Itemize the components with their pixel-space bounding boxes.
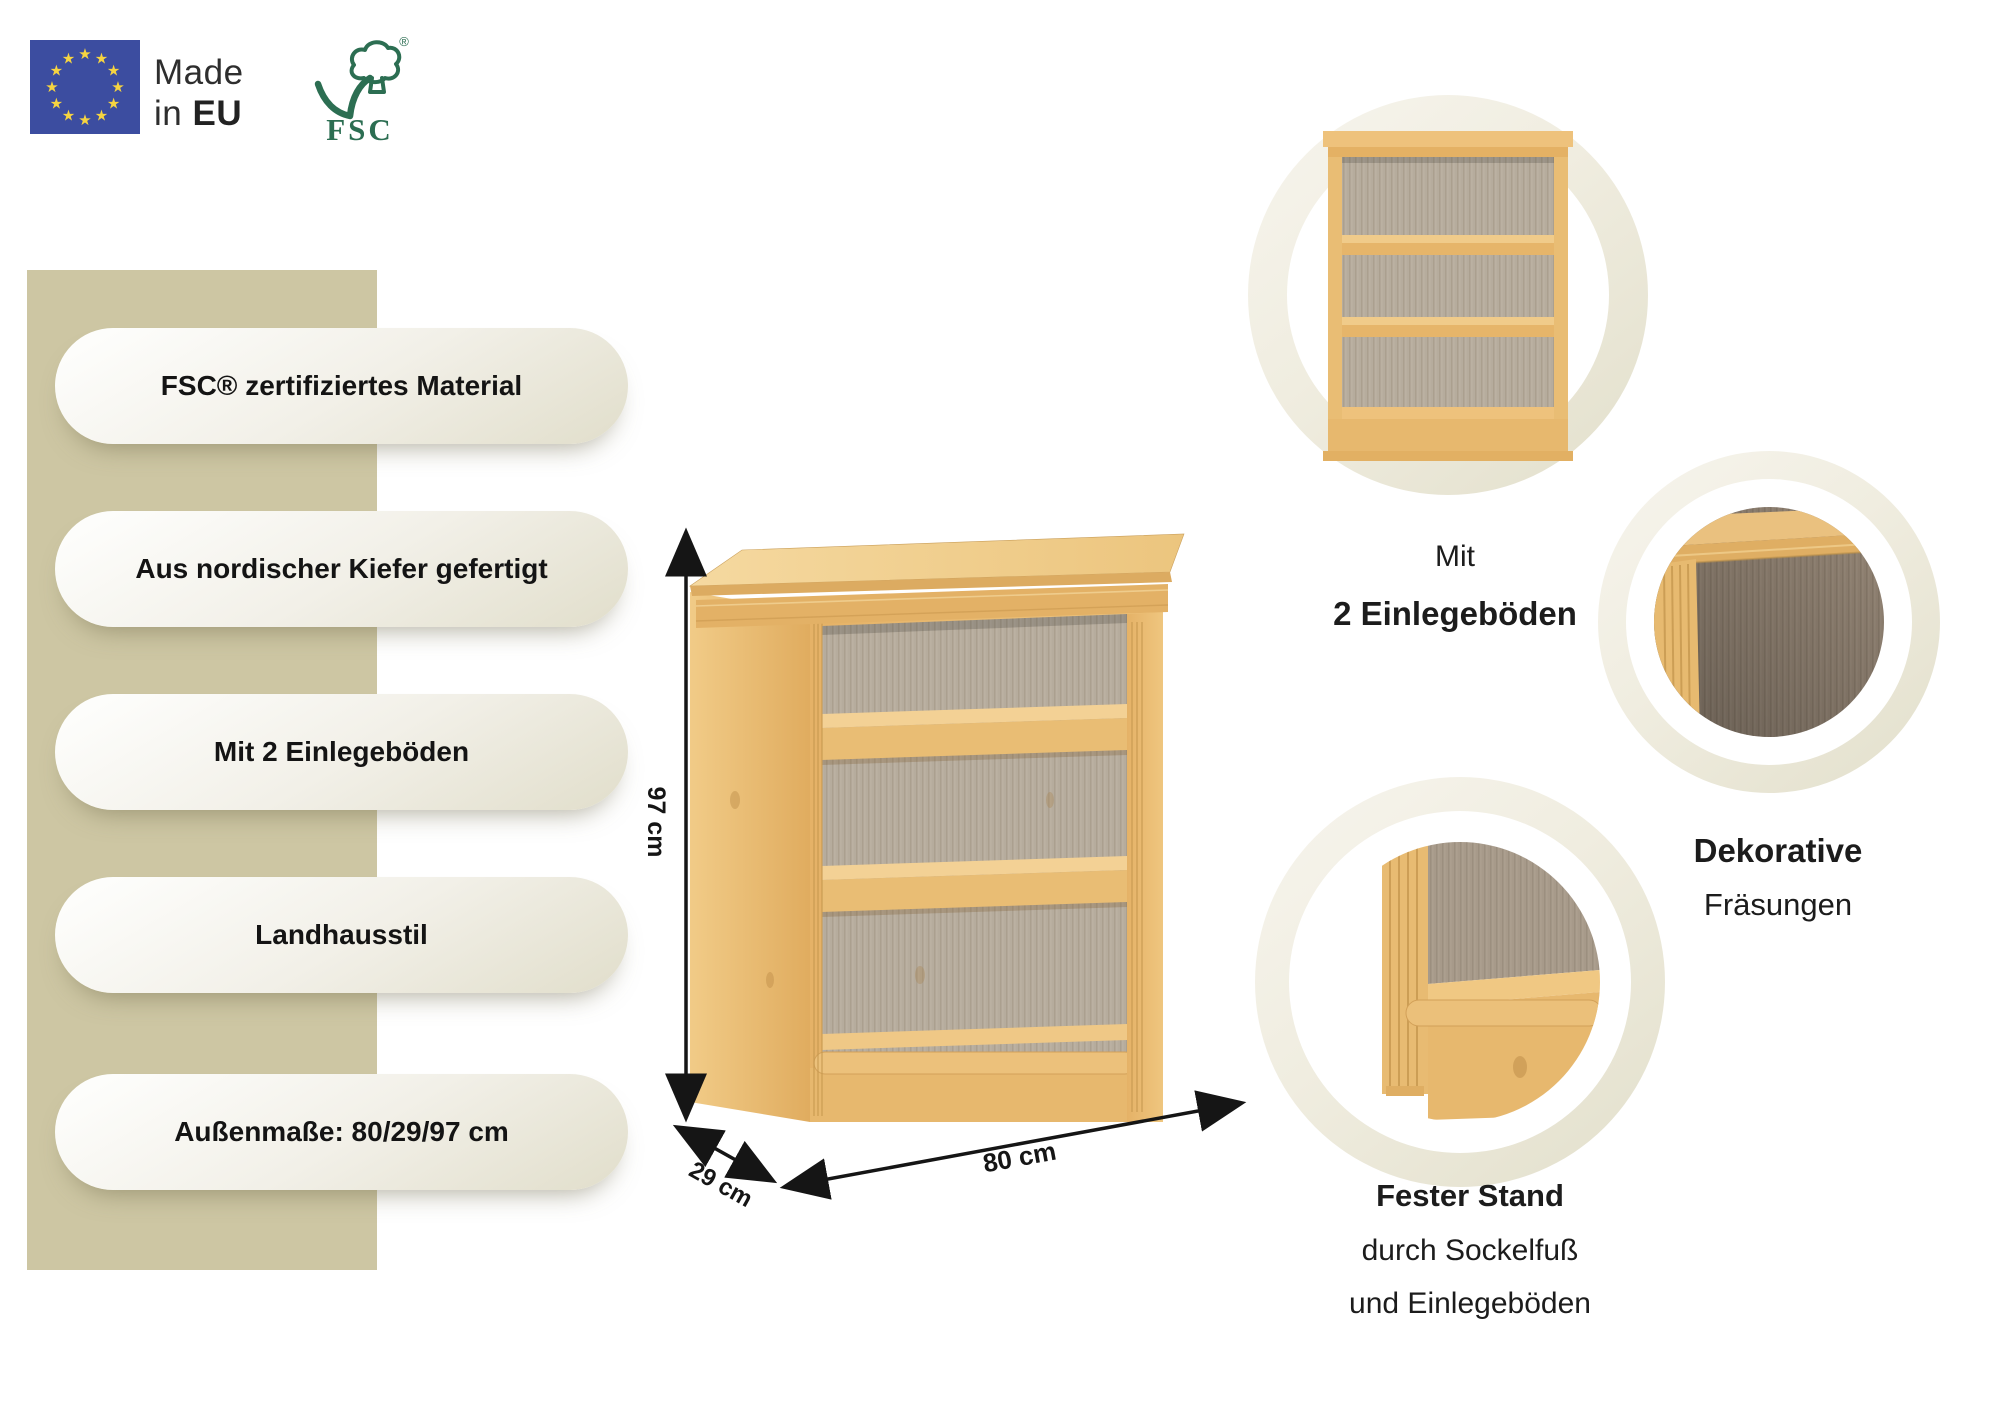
detail-circle-shelves <box>1248 95 1648 495</box>
in-word: in <box>154 94 183 133</box>
feature-pill-label: Aus nordischer Kiefer gefertigt <box>135 553 548 584</box>
feature-pill-label: Außenmaße: 80/29/97 cm <box>174 1116 509 1147</box>
svg-text:★: ★ <box>45 78 58 96</box>
svg-text:★: ★ <box>107 95 120 113</box>
feature-pill-nordic-pine: Aus nordischer Kiefer gefertigt <box>55 511 628 627</box>
plinth-detail-image <box>1320 842 1600 1122</box>
feature-pill-fsc-material: FSC® zertifiziertes Material <box>55 328 628 444</box>
svg-text:★: ★ <box>50 95 63 113</box>
detail-circle-shelves-inner <box>1287 131 1609 461</box>
svg-text:★: ★ <box>78 111 91 129</box>
fsc-logo: ® FSC <box>308 34 412 147</box>
made-in-eu-label: Made in EU <box>154 52 244 134</box>
fsc-wordmark: FSC <box>326 112 394 146</box>
dimension-arrows <box>665 527 1247 1200</box>
caption-shelves-line1: Mit <box>1435 540 1475 573</box>
detail-circle-milling <box>1598 451 1940 793</box>
caption-plinth-line2: durch Sockelfuß <box>1361 1234 1579 1267</box>
caption-plinth: Fester Stand durch Sockelfuß und Einlege… <box>1290 1178 1650 1340</box>
svg-text:★: ★ <box>78 45 91 63</box>
svg-text:★: ★ <box>62 49 75 67</box>
width-dimension-label: 80 cm <box>980 1136 1058 1179</box>
milling-detail-image <box>1654 507 1884 737</box>
eu-word: EU <box>192 94 243 133</box>
svg-text:★: ★ <box>95 49 108 67</box>
detail-circle-milling-inner <box>1626 479 1912 765</box>
detail-circle-plinth-inner <box>1289 811 1631 1153</box>
svg-text:★: ★ <box>107 62 120 80</box>
bookshelf-body <box>688 533 1185 1122</box>
caption-shelves: Mit 2 Einlegeböden <box>1295 540 1615 633</box>
svg-text:★: ★ <box>95 107 108 125</box>
caption-milling: Dekorative Fräsungen <box>1618 832 1938 923</box>
svg-text:★: ★ <box>50 62 63 80</box>
feature-pill-label: Mit 2 Einlegeböden <box>213 736 470 767</box>
eu-flag-icon: ★★★ ★★★ ★★★ ★★★ <box>30 40 140 134</box>
feature-pill-outer-dimensions: Außenmaße: 80/29/97 cm <box>55 1074 628 1190</box>
feature-pill-label: FSC® zertifiziertes Material <box>160 370 523 401</box>
bookshelf-product-image: 97 cm 29 cm 80 cm <box>620 500 1250 1213</box>
detail-circle-plinth <box>1255 777 1665 1187</box>
bookshelf-front-view-image <box>1323 131 1573 461</box>
svg-text:★: ★ <box>111 78 124 96</box>
feature-pill-two-shelves: Mit 2 Einlegeböden <box>55 694 628 810</box>
caption-plinth-line1: Fester Stand <box>1376 1178 1564 1213</box>
feature-pill-label: Landhausstil <box>255 919 428 950</box>
caption-shelves-line2: 2 Einlegeböden <box>1333 595 1577 632</box>
eu-flag: ★★★ ★★★ ★★★ ★★★ <box>30 40 140 134</box>
fsc-registered-mark: ® <box>399 34 409 49</box>
feature-pill-country-style: Landhausstil <box>55 877 628 993</box>
fsc-tree-icon: ® FSC <box>314 34 409 147</box>
caption-plinth-line3: und Einlegeböden <box>1349 1287 1591 1320</box>
caption-milling-line2: Fräsungen <box>1703 887 1853 922</box>
caption-milling-line1: Dekorative <box>1693 832 1863 869</box>
height-dimension-label: 97 cm <box>642 787 670 858</box>
bookshelf-drawing: 97 cm 29 cm 80 cm <box>642 527 1247 1213</box>
svg-text:★: ★ <box>62 107 75 125</box>
made-word: Made <box>154 53 244 92</box>
